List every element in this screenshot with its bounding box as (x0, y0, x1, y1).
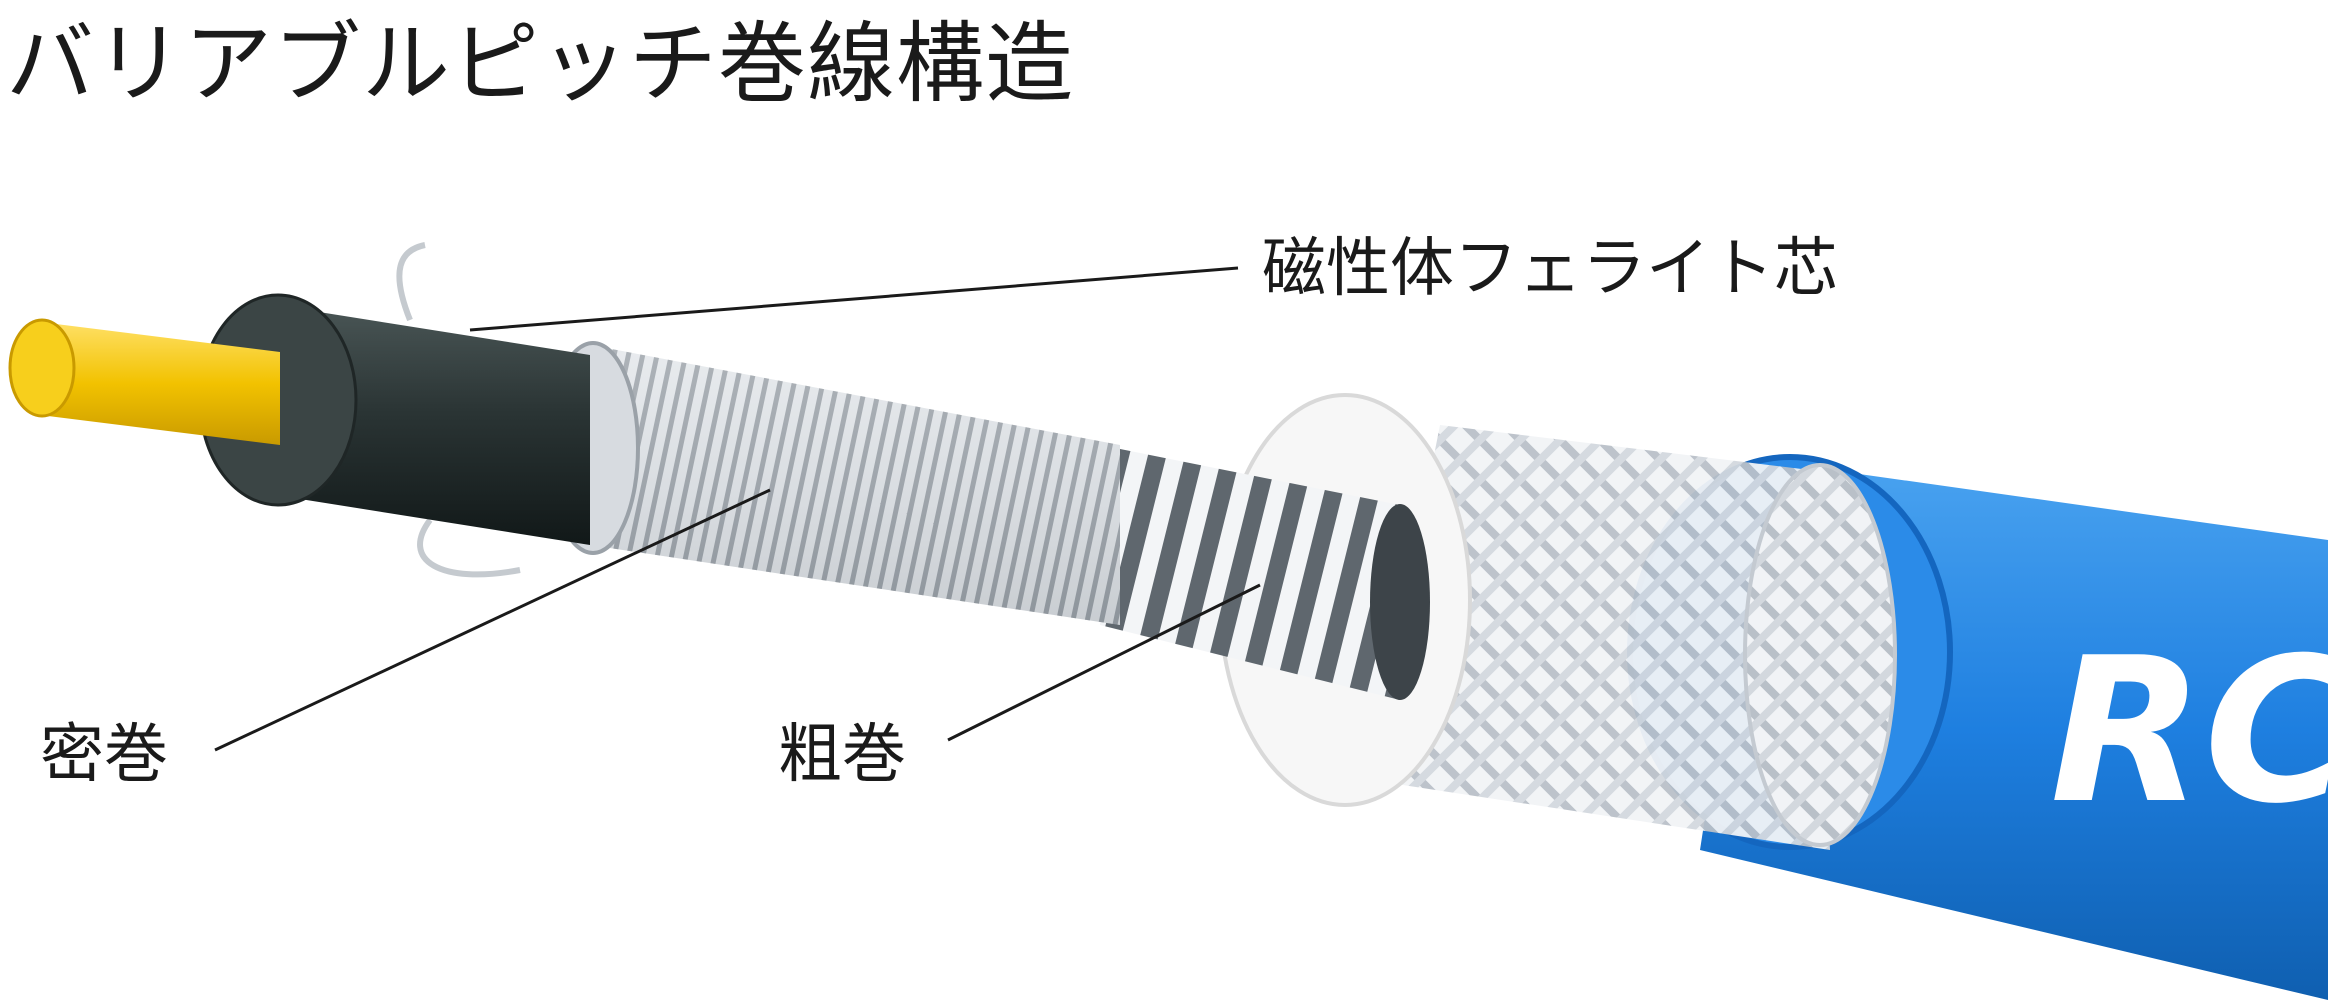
dense-winding (546, 341, 1120, 625)
leader-lines (214, 266, 1261, 752)
braided-shield (1370, 425, 1897, 850)
leader-core (469, 266, 1239, 332)
label-coarse-winding: 粗巻 (778, 718, 906, 792)
coarse-winding (1100, 445, 1430, 700)
leader-coarse (947, 583, 1261, 742)
center-conductor (8, 318, 280, 445)
page-title: バリアブルピッチ巻線構造 (6, 12, 1075, 115)
jacket-lettering: RC (2050, 615, 2328, 848)
label-dense-winding: 密巻 (40, 718, 168, 792)
leader-dense (214, 488, 771, 752)
lead-wire (396, 242, 521, 578)
label-ferrite-core: 磁性体フェライト芯 (1262, 232, 1838, 306)
